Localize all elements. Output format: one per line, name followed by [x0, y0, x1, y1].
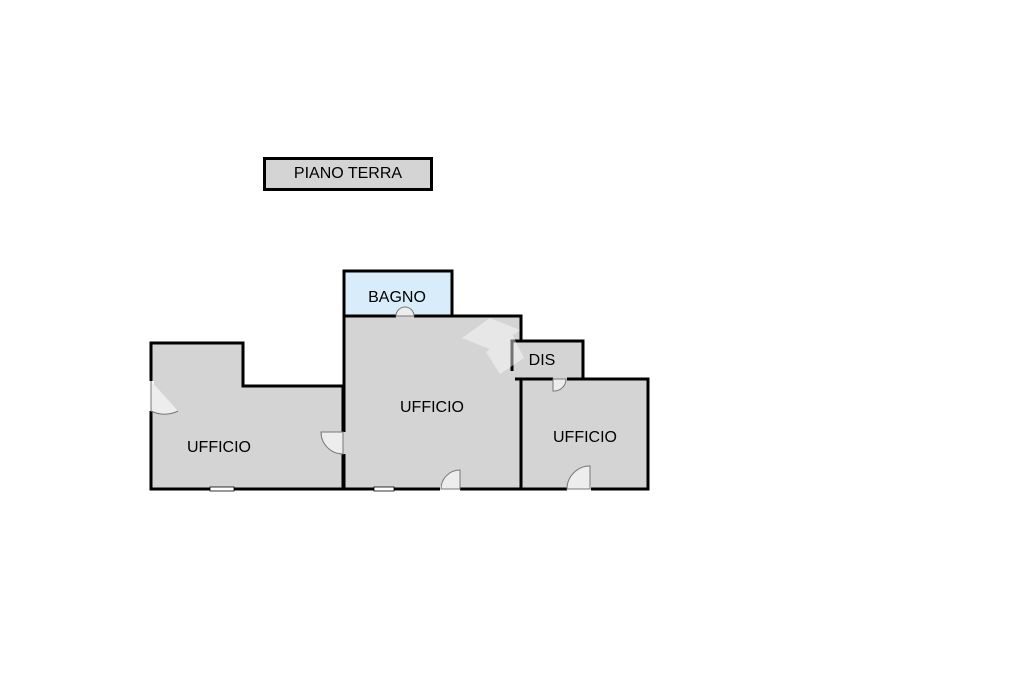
room-ufficio-right: UFFICIO — [519, 377, 650, 491]
room-dis: DIS — [510, 339, 585, 381]
window-center — [373, 486, 395, 492]
door-dis — [509, 371, 567, 392]
room-label-ufficio-center: UFFICIO — [400, 399, 464, 416]
floor-label: PIANO TERRA — [263, 157, 433, 191]
room-bagno: BAGNO — [342, 269, 454, 318]
room-label-ufficio-right: UFFICIO — [553, 429, 617, 446]
door-bagno — [395, 306, 415, 319]
door-left-center — [320, 431, 346, 455]
window-left — [209, 486, 235, 492]
floor-label-text: PIANO TERRA — [293, 165, 403, 182]
door-left-outer — [148, 381, 179, 415]
door-center-bottom — [440, 469, 461, 492]
room-ufficio-left: UFFICIO — [149, 341, 345, 491]
watermark-logo — [462, 318, 524, 374]
room-label-bagno: BAGNO — [368, 289, 426, 306]
door-right-bottom — [566, 465, 591, 492]
room-label-ufficio-left: UFFICIO — [187, 439, 251, 456]
room-label-dis: DIS — [529, 352, 556, 369]
